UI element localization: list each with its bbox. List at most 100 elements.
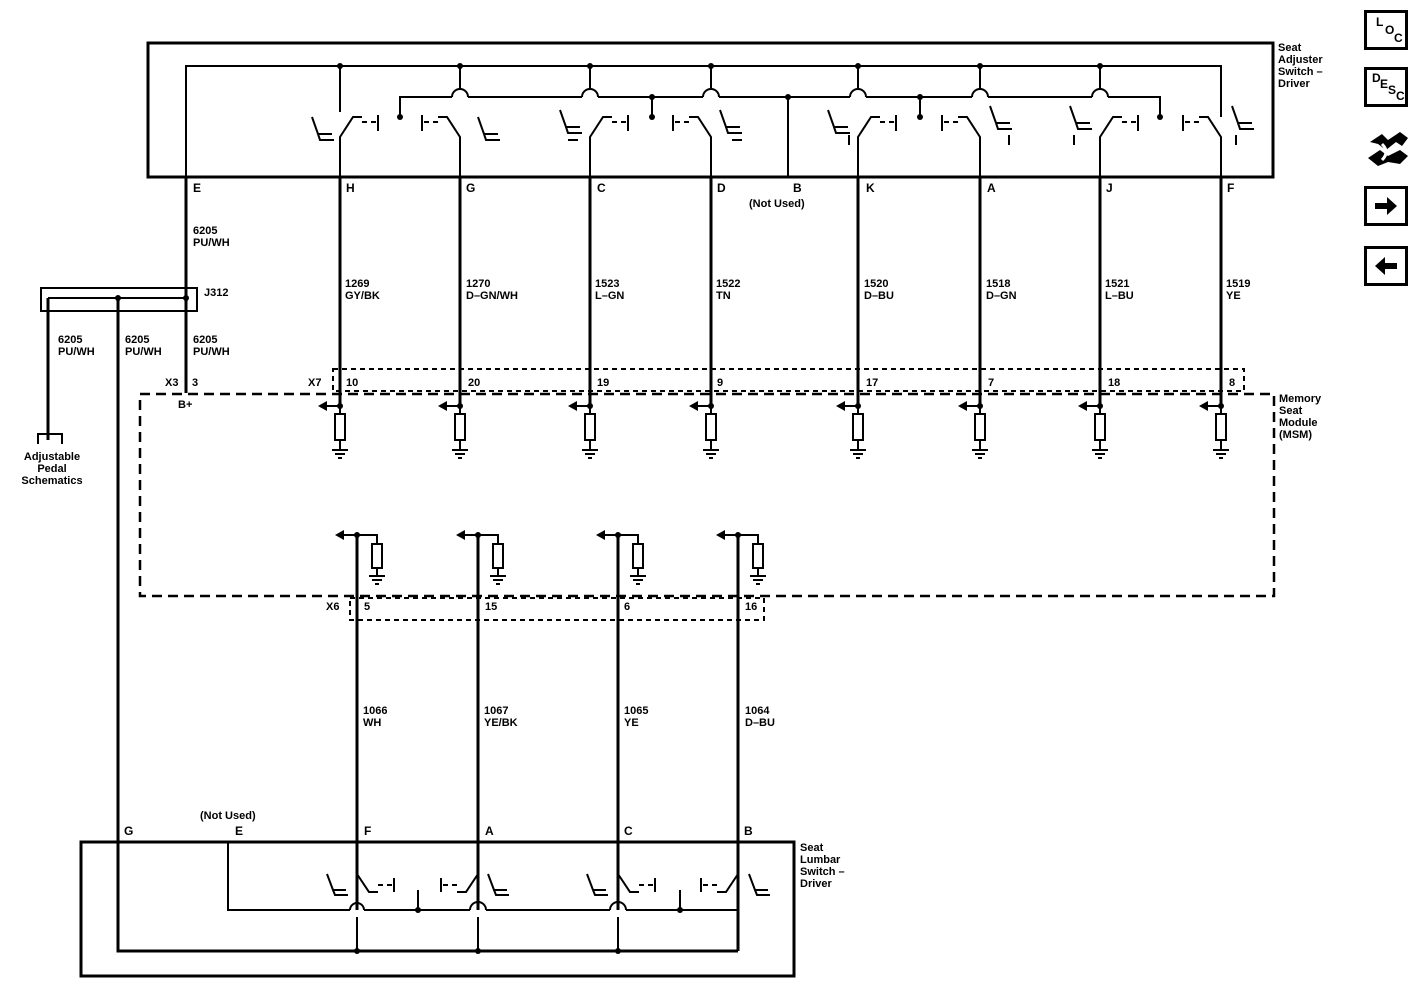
connector-link-icon[interactable] <box>1362 120 1414 176</box>
msm-x7-input-17 <box>836 401 866 459</box>
location-button[interactable]: L O C <box>1364 10 1408 50</box>
svg-text:Switch –: Switch – <box>800 866 845 878</box>
desc-letter-s: S <box>1388 83 1397 97</box>
svg-text:Switch –: Switch – <box>1278 66 1323 78</box>
svg-text:1067: 1067 <box>484 705 508 717</box>
svg-text:Driver: Driver <box>1278 78 1311 90</box>
seat-adjuster-switch-label: Seat Adjuster Switch – Driver <box>1278 42 1323 90</box>
svg-text:1521: 1521 <box>1105 278 1129 290</box>
svg-text:1066: 1066 <box>363 705 387 717</box>
svg-text:A: A <box>987 181 996 195</box>
svg-text:L–GN: L–GN <box>595 290 624 302</box>
msm-x7-input-19 <box>568 401 598 459</box>
svg-text:D–BU: D–BU <box>864 290 894 302</box>
svg-text:1518: 1518 <box>986 278 1010 290</box>
svg-text:F: F <box>1227 181 1234 195</box>
x6-input-circuits <box>335 530 766 585</box>
loc-letter-o: O <box>1385 23 1395 37</box>
svg-text:Adjustable: Adjustable <box>24 451 80 463</box>
svg-text:(MSM): (MSM) <box>1279 429 1312 441</box>
adjuster-pin-labels: E H G C D B (Not Used) K A J F <box>193 181 1234 210</box>
previous-page-button[interactable] <box>1364 246 1408 286</box>
memory-seat-module-box <box>138 392 1276 598</box>
loc-letter-l: L <box>1376 15 1384 29</box>
lumbar-feed-wire <box>116 298 738 953</box>
memory-seat-module-label: Memory Seat Module (MSM) <box>1279 393 1322 441</box>
svg-text:9: 9 <box>717 377 723 389</box>
svg-text:YE: YE <box>1226 290 1241 302</box>
svg-text:Driver: Driver <box>800 878 833 890</box>
desc-letter-c: C <box>1396 89 1405 103</box>
svg-text:B+: B+ <box>178 399 192 411</box>
svg-text:Pedal: Pedal <box>37 463 66 475</box>
svg-text:8: 8 <box>1229 377 1235 389</box>
adjuster-internal-bus <box>185 65 1222 177</box>
svg-text:WH: WH <box>363 717 381 729</box>
svg-text:20: 20 <box>468 377 480 389</box>
x3-connector-labels: X3 3 B+ <box>165 377 198 411</box>
svg-text:6205: 6205 <box>58 334 82 346</box>
svg-text:10: 10 <box>346 377 358 389</box>
svg-text:B: B <box>793 181 802 195</box>
svg-text:C: C <box>624 824 633 838</box>
svg-text:A: A <box>485 824 494 838</box>
svg-text:YE/BK: YE/BK <box>484 717 518 729</box>
power-wire-labels: 6205 PU/WH 6205 PU/WH 6205 PU/WH <box>58 334 230 358</box>
svg-text:1269: 1269 <box>345 278 369 290</box>
svg-text:X3: X3 <box>165 377 178 389</box>
svg-text:3: 3 <box>192 377 198 389</box>
svg-text:PU/WH: PU/WH <box>125 346 162 358</box>
seat-position-icons <box>311 105 1254 145</box>
lumbar-seat-icons <box>326 873 770 896</box>
msm-x7-input-7 <box>958 401 988 459</box>
svg-text:D: D <box>717 181 726 195</box>
desc-letter-d: D <box>1372 71 1381 85</box>
svg-text:G: G <box>466 181 475 195</box>
x6-connector <box>349 597 765 621</box>
svg-text:Memory: Memory <box>1279 393 1322 405</box>
loc-letter-c: C <box>1394 31 1403 45</box>
adjustable-pedal-schematics-label: Adjustable Pedal Schematics <box>21 451 82 487</box>
svg-text:1523: 1523 <box>595 278 619 290</box>
svg-text:K: K <box>866 181 875 195</box>
description-button[interactable]: D E S C <box>1364 67 1408 107</box>
svg-text:Lumbar: Lumbar <box>800 854 841 866</box>
svg-text:PU/WH: PU/WH <box>193 346 230 358</box>
next-page-button[interactable] <box>1364 186 1408 226</box>
svg-text:PU/WH: PU/WH <box>58 346 95 358</box>
svg-text:G: G <box>124 824 133 838</box>
x7-connector-label: X7 <box>308 377 321 389</box>
power-wire-label-top: 6205 PU/WH <box>193 225 230 249</box>
x7-pin-numbers: 10 20 19 9 17 7 18 8 <box>346 377 1235 389</box>
svg-text:H: H <box>346 181 355 195</box>
msm-x7-input-18 <box>1078 401 1108 459</box>
x6-pin-numbers: 5 15 6 16 <box>364 601 757 613</box>
svg-text:1522: 1522 <box>716 278 740 290</box>
adjuster-switch-contacts <box>339 115 1222 177</box>
svg-text:5: 5 <box>364 601 370 613</box>
svg-text:Module: Module <box>1279 417 1318 429</box>
svg-text:D–BU: D–BU <box>745 717 775 729</box>
svg-text:D–GN/WH: D–GN/WH <box>466 290 518 302</box>
junction-dots <box>337 63 1163 120</box>
svg-text:(Not Used): (Not Used) <box>200 810 256 822</box>
svg-text:C: C <box>597 181 606 195</box>
svg-text:1065: 1065 <box>624 705 648 717</box>
msm-x6-input-6 <box>596 530 646 585</box>
svg-text:15: 15 <box>485 601 497 613</box>
x7-connector <box>332 368 1245 392</box>
svg-text:B: B <box>744 824 753 838</box>
svg-text:1270: 1270 <box>466 278 490 290</box>
seat-lumbar-switch-label: Seat Lumbar Switch – Driver <box>800 842 845 890</box>
arrow-right-icon <box>1375 197 1397 215</box>
svg-text:PU/WH: PU/WH <box>193 237 230 249</box>
svg-text:17: 17 <box>866 377 878 389</box>
msm-x7-input-20 <box>438 401 468 459</box>
svg-text:YE: YE <box>624 717 639 729</box>
desc-letter-e: E <box>1380 77 1389 91</box>
svg-text:E: E <box>235 824 243 838</box>
msm-x7-input-10 <box>318 401 348 459</box>
